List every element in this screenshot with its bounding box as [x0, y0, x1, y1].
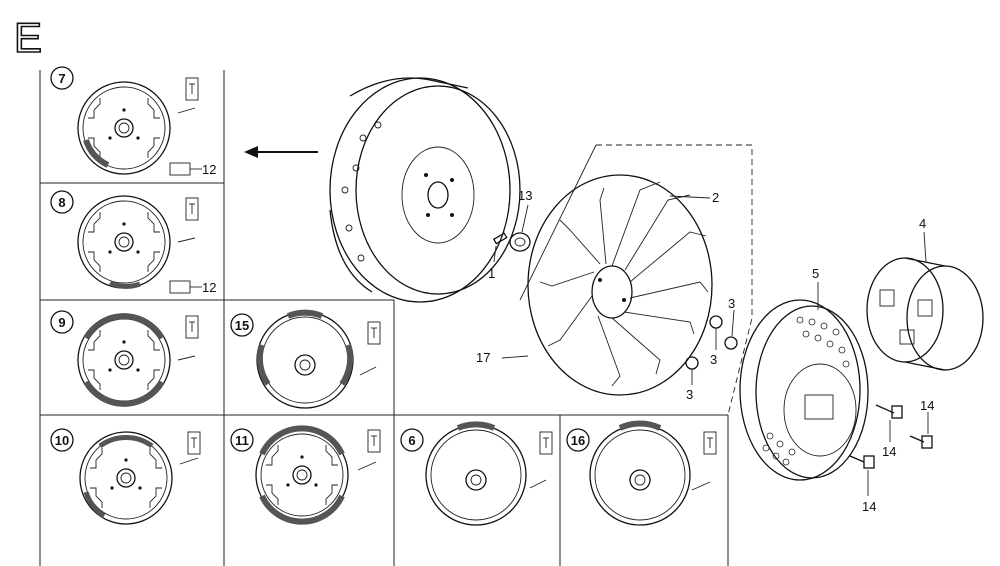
part-label: 17: [476, 350, 490, 365]
panel-15: 15: [230, 309, 381, 409]
panel-number: 9: [58, 315, 65, 330]
cooling-fan-drawing: 2 17: [476, 174, 719, 396]
panel-number: 11: [235, 433, 249, 448]
panel-11: 11: [230, 425, 381, 525]
panel-number: 10: [55, 433, 69, 448]
panel-number: 6: [408, 433, 415, 448]
part-label: 13: [518, 188, 532, 203]
panel-number: 8: [58, 195, 65, 210]
part-label: 3: [728, 296, 735, 311]
bolts: 14 14 14: [849, 398, 934, 514]
part-label: 14: [862, 499, 876, 514]
section-letter: E: [14, 14, 42, 61]
flywheel-drawing: [329, 77, 521, 303]
panel-8: 8 12: [50, 190, 216, 295]
nut-and-key: 13 1: [488, 188, 532, 281]
part-label: 1: [488, 266, 495, 281]
panel-number: 7: [58, 71, 65, 86]
part-label: 14: [920, 398, 934, 413]
panel-number: 16: [571, 433, 585, 448]
small-nuts: 3 3 3: [685, 296, 738, 402]
ref-label: 12: [202, 162, 216, 177]
part-label: 5: [812, 266, 819, 281]
fan-assembly-frame: [519, 144, 753, 416]
part-label: 3: [710, 352, 717, 367]
starter-pulley-drawing: 4: [866, 216, 984, 371]
recoil-cover-drawing: 5: [739, 266, 869, 481]
part-label: 3: [686, 387, 693, 402]
ref-label: 12: [202, 280, 216, 295]
panel-7: 7 12: [50, 66, 216, 177]
panel-16: 16: [566, 420, 717, 526]
part-label: 14: [882, 444, 896, 459]
panel-6: 6: [400, 421, 553, 526]
part-label: 4: [919, 216, 926, 231]
panel-number: 15: [235, 318, 249, 333]
part-label: 2: [712, 190, 719, 205]
panel-10: 10: [50, 428, 201, 525]
panel-9: 9: [50, 310, 199, 407]
pointer-arrow: [244, 146, 318, 158]
